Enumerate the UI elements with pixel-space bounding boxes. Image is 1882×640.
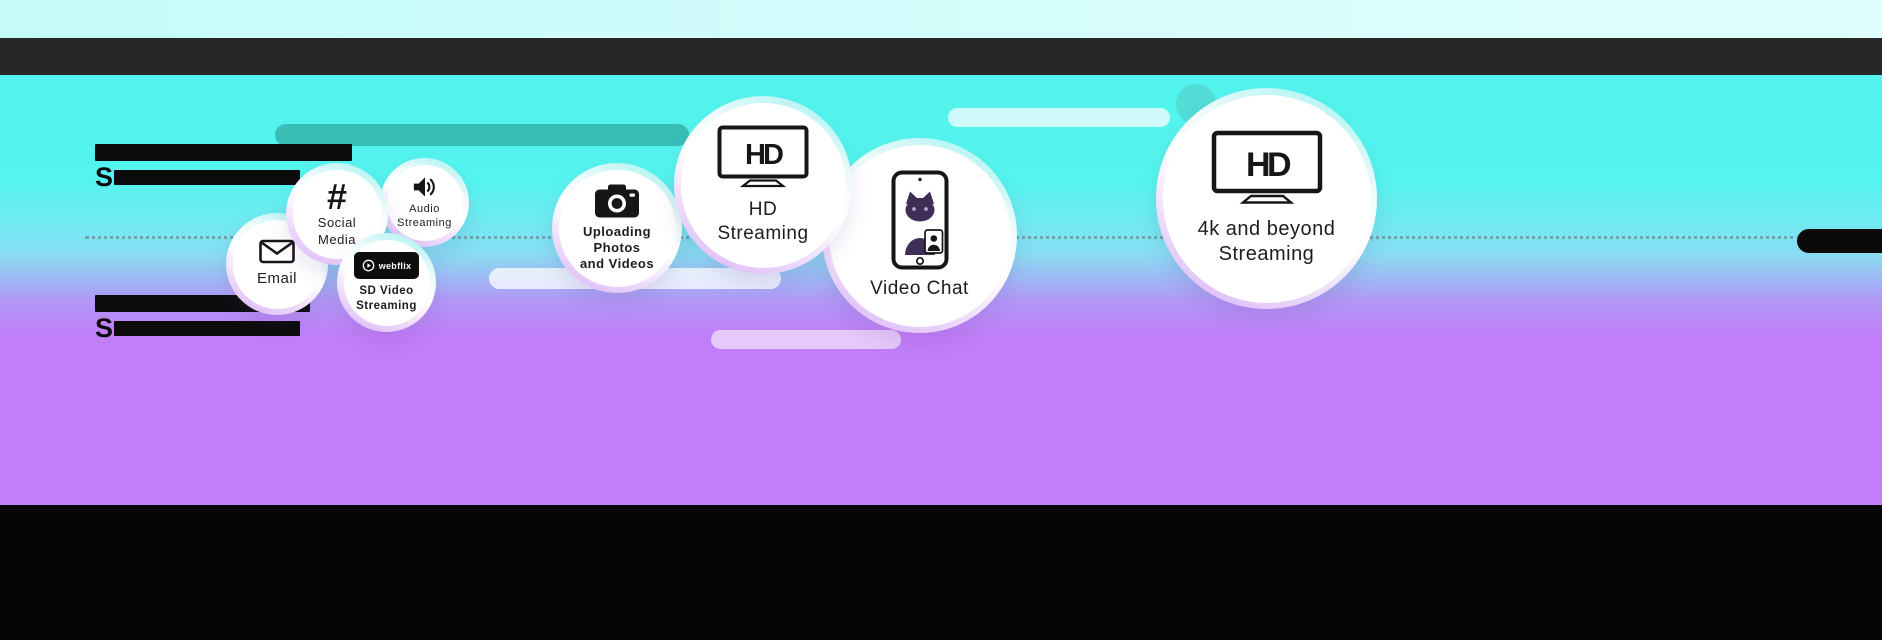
bubble-label: Audio Streaming bbox=[397, 202, 452, 229]
hd-tv-icon: HD bbox=[717, 125, 809, 187]
tv-stand bbox=[1239, 194, 1294, 204]
bottom-bar bbox=[0, 505, 1882, 640]
top-strip bbox=[0, 0, 1882, 38]
bubble-label: SD Video Streaming bbox=[356, 285, 417, 312]
header-bar bbox=[0, 38, 1882, 75]
redacted-text-block-1: S bbox=[95, 144, 352, 191]
bubble-sd-video-streaming: webflix SD Video Streaming bbox=[337, 233, 436, 332]
bubble-label: HD Streaming bbox=[717, 198, 809, 244]
redacted-prefix: S bbox=[95, 313, 114, 343]
envelope-icon bbox=[259, 239, 295, 264]
hd-logo-text: HD bbox=[745, 139, 783, 171]
bubble-label: 4k and beyond Streaming bbox=[1197, 218, 1336, 265]
webflix-icon: webflix bbox=[353, 252, 420, 280]
phone-home-button bbox=[915, 257, 924, 266]
redacted-bar bbox=[95, 144, 352, 161]
bubble-4k-streaming: HD 4k and beyond Streaming bbox=[1156, 88, 1377, 309]
redacted-bar bbox=[114, 170, 301, 185]
redacted-prefix: S bbox=[95, 162, 114, 192]
bubble-hd-streaming: HD HD Streaming bbox=[674, 96, 852, 274]
hd-tv-icon: HD bbox=[1211, 130, 1322, 204]
camera-icon bbox=[595, 184, 639, 218]
speed-pill-teal bbox=[275, 124, 689, 146]
bubble-audio-streaming: Audio Streaming bbox=[380, 158, 469, 247]
speed-pill-white-top bbox=[948, 108, 1170, 127]
bubble-label: Social Media bbox=[317, 215, 357, 247]
webflix-label: webflix bbox=[378, 260, 412, 271]
bubble-uploading-photos: Uploading Photos and Videos bbox=[552, 163, 682, 293]
hd-logo-text: HD bbox=[1245, 146, 1290, 184]
bubble-label: Email bbox=[256, 270, 297, 288]
redacted-bar bbox=[114, 321, 301, 336]
tv-stand bbox=[739, 179, 787, 187]
speaker-icon bbox=[413, 177, 435, 197]
bubble-video-chat: Video Chat bbox=[822, 138, 1017, 333]
speed-pill-lavender bbox=[711, 330, 901, 349]
phone-speaker-dot bbox=[917, 177, 922, 182]
bubble-social-media: # Social Media bbox=[286, 163, 388, 265]
cat-silhouette bbox=[904, 191, 935, 256]
bubble-label: Video Chat bbox=[870, 278, 969, 300]
phone-cat-icon bbox=[891, 170, 948, 270]
bubble-label: Uploading Photos and Videos bbox=[579, 223, 655, 272]
redacted-right-bar bbox=[1797, 229, 1882, 253]
play-icon bbox=[362, 259, 375, 272]
hashtag-icon: # bbox=[326, 176, 348, 218]
selfie-thumbnail bbox=[923, 229, 943, 254]
